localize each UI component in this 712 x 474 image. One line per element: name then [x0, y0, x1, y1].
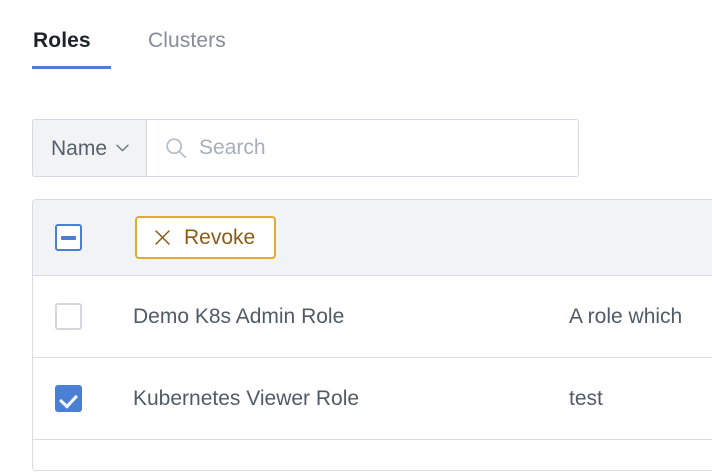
table-row[interactable] — [33, 440, 712, 470]
search-field-dropdown[interactable]: Name — [33, 120, 148, 176]
roles-table: Revoke Demo K8s Admin Role A role which … — [32, 199, 712, 471]
table-toolbar: Revoke — [33, 200, 712, 276]
row-checkbox[interactable] — [55, 385, 82, 412]
role-name: Kubernetes Viewer Role — [133, 386, 360, 410]
revoke-button[interactable]: Revoke — [135, 216, 277, 259]
tab-roles[interactable]: Roles — [33, 26, 91, 56]
row-select-cell — [55, 385, 133, 412]
table-row[interactable]: Demo K8s Admin Role A role which — [33, 276, 712, 358]
search-input[interactable] — [199, 136, 562, 160]
select-all-checkbox[interactable] — [55, 224, 82, 251]
chevron-down-icon — [116, 144, 129, 152]
search-input-area[interactable] — [147, 120, 578, 176]
select-all-cell — [55, 224, 133, 251]
search-field-label: Name — [51, 136, 108, 160]
active-tab-indicator — [32, 66, 111, 69]
tab-clusters[interactable]: Clusters — [148, 26, 226, 56]
revoke-button-label: Revoke — [184, 226, 256, 249]
table-row[interactable]: Kubernetes Viewer Role test — [33, 358, 712, 440]
search-bar: Name — [32, 119, 579, 177]
role-description: test — [569, 386, 603, 410]
role-name: Demo K8s Admin Role — [133, 304, 345, 328]
row-select-cell — [55, 303, 133, 330]
close-x-icon — [154, 229, 171, 246]
tab-bar: Roles Clusters — [0, 0, 712, 74]
row-checkbox[interactable] — [55, 303, 82, 330]
search-icon — [165, 137, 187, 159]
role-description: A role which — [569, 304, 683, 328]
